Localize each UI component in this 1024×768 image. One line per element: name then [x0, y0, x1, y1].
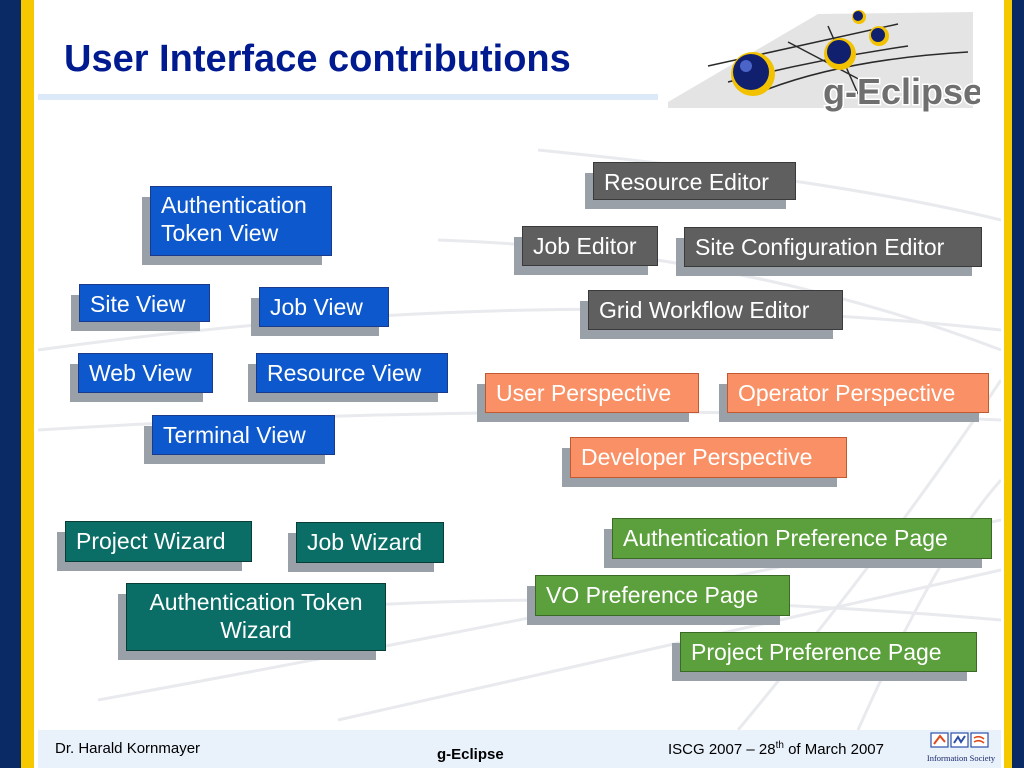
auth-token-wizard-line2: Wizard: [220, 617, 292, 643]
information-society-logo: Information Society: [927, 732, 996, 763]
authentication-preference-page-box: Authentication Preference Page: [604, 518, 992, 568]
resource-view-label: Resource View: [267, 360, 422, 386]
job-view-box: Job View: [251, 287, 389, 336]
job-wizard-box: Job Wizard: [288, 522, 444, 572]
auth-preference-page-label: Authentication Preference Page: [623, 525, 948, 551]
logo-text: g-Eclipse: [823, 71, 980, 112]
job-editor-label: Job Editor: [533, 233, 637, 259]
project-preference-page-label: Project Preference Page: [691, 639, 942, 665]
job-editor-box: Job Editor: [514, 226, 658, 275]
project-preference-page-box: Project Preference Page: [672, 632, 977, 681]
grid-workflow-editor-box: Grid Workflow Editor: [580, 290, 843, 339]
site-configuration-editor-box: Site Configuration Editor: [676, 227, 982, 276]
developer-perspective-box: Developer Perspective: [562, 437, 847, 487]
job-view-label: Job View: [270, 294, 363, 320]
auth-token-wizard-line1: Authentication Token: [149, 589, 363, 615]
left-border-yellow: [21, 0, 34, 768]
conference-superscript: th: [775, 740, 784, 751]
terminal-view-box: Terminal View: [144, 415, 335, 464]
footer-conference: ISCG 2007 – 28th of March 2007: [668, 740, 884, 758]
user-perspective-box: User Perspective: [477, 373, 699, 422]
logo-text-front: g-Eclipse: [823, 71, 980, 112]
web-view-box: Web View: [70, 353, 213, 402]
vo-preference-page-label: VO Preference Page: [546, 582, 759, 608]
auth-token-view-line2: Token View: [161, 220, 279, 246]
slide-title: User Interface contributions: [64, 38, 571, 80]
conference-text: ISCG 2007 – 28: [668, 741, 776, 758]
resource-editor-label: Resource Editor: [604, 169, 769, 195]
operator-perspective-label: Operator Perspective: [738, 380, 956, 406]
resource-view-box: Resource View: [248, 353, 448, 402]
project-wizard-label: Project Wizard: [76, 528, 226, 554]
user-perspective-label: User Perspective: [496, 380, 672, 406]
operator-perspective-box: Operator Perspective: [719, 373, 989, 422]
org-logo-text: Information Society: [927, 753, 996, 763]
left-border-blue: [0, 0, 21, 768]
right-border-blue: [1012, 0, 1024, 768]
vo-preference-page-box: VO Preference Page: [527, 575, 790, 625]
job-wizard-label: Job Wizard: [307, 529, 423, 555]
g-eclipse-logo: g-Eclipse g-Eclipse: [668, 10, 980, 112]
auth-token-view-line1: Authentication: [161, 192, 307, 218]
right-border-yellow: [1004, 0, 1012, 768]
site-view-label: Site View: [90, 291, 186, 317]
footer-author: Dr. Harald Kornmayer: [55, 740, 201, 757]
conference-tail: of March 2007: [783, 741, 884, 758]
developer-perspective-label: Developer Perspective: [581, 444, 813, 470]
web-view-label: Web View: [89, 360, 192, 386]
left-border-white: [34, 0, 38, 768]
terminal-view-label: Terminal View: [163, 422, 306, 448]
right-border-white: [1001, 0, 1004, 768]
grid-workflow-editor-label: Grid Workflow Editor: [599, 297, 810, 323]
site-view-box: Site View: [71, 284, 210, 331]
project-wizard-box: Project Wizard: [57, 521, 252, 571]
authentication-token-view-box: Authentication Token View: [142, 186, 332, 265]
authentication-token-wizard-box: Authentication Token Wizard: [118, 583, 386, 660]
title-underline: [38, 94, 658, 100]
resource-editor-box: Resource Editor: [585, 162, 796, 209]
footer-center-title: g-Eclipse: [437, 746, 504, 763]
site-config-editor-label: Site Configuration Editor: [695, 234, 945, 260]
footer-band: [38, 730, 1001, 768]
